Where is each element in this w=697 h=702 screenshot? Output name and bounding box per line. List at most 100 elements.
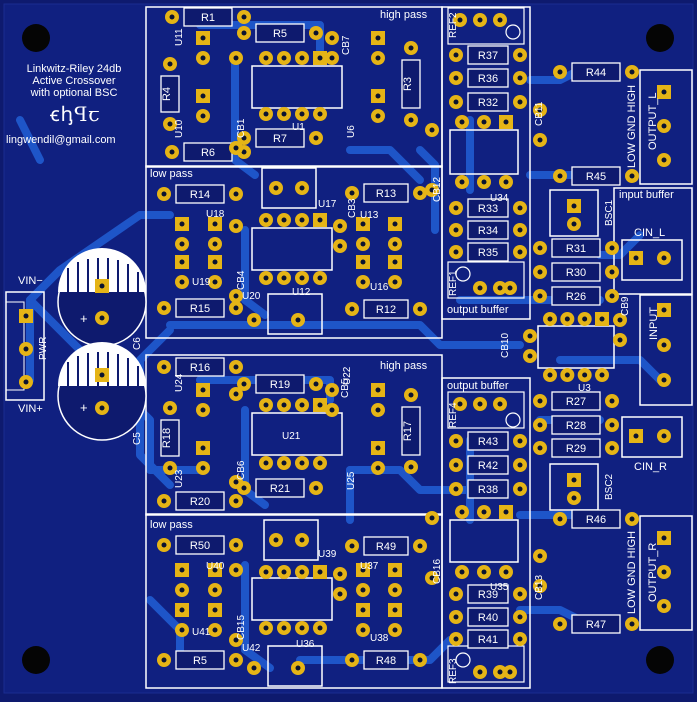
plus-sign-top: + xyxy=(80,311,88,326)
designator-u36: U36 xyxy=(296,639,315,650)
cap-c5-label: C5 xyxy=(132,432,143,445)
resistor-label: R36 xyxy=(478,73,498,85)
designator-bsc2: BSC2 xyxy=(604,473,615,500)
designator-u42: U42 xyxy=(242,643,261,654)
section-high-pass-top: high pass xyxy=(380,9,428,21)
designator-u21: U21 xyxy=(282,431,301,442)
designator-u41: U41 xyxy=(192,627,211,638)
resistor-label: R26 xyxy=(566,291,586,303)
output-r-label: OUTPUT_R xyxy=(647,542,659,602)
resistor-label: R30 xyxy=(566,267,586,279)
resistor-body xyxy=(401,406,421,456)
resistor-body xyxy=(255,23,305,43)
resistor-label: R17 xyxy=(402,421,414,441)
resistor-body xyxy=(467,479,509,499)
resistor-body xyxy=(467,242,509,262)
resistor-body xyxy=(467,92,509,112)
input-label: INPUT xyxy=(648,307,660,340)
resistor-label: R41 xyxy=(478,634,498,646)
resistor-label: R4 xyxy=(161,87,173,101)
resistor-body xyxy=(467,45,509,65)
section-input-buffer: input buffer xyxy=(619,189,674,201)
resistor-label: R48 xyxy=(376,655,396,667)
section-output-buffer-top: output buffer xyxy=(447,304,509,316)
resistor-body xyxy=(363,183,409,203)
designator-u38: U38 xyxy=(370,633,389,644)
resistor-body xyxy=(467,68,509,88)
designator-cb4: CB4 xyxy=(236,270,247,290)
resistor-body xyxy=(363,650,409,670)
designator-cb13: CB13 xyxy=(534,574,545,600)
designator-u3: U3 xyxy=(578,383,591,394)
resistor-label: R32 xyxy=(478,97,498,109)
board-title-line-2: Active Crossover xyxy=(32,75,116,87)
resistor-label: R46 xyxy=(586,514,606,526)
designator-cb9: CB9 xyxy=(620,296,631,316)
resistor-label: R15 xyxy=(190,303,210,315)
resistor-body xyxy=(467,431,509,451)
section-high-pass-bottom: high pass xyxy=(380,360,428,372)
cap-c6-label: C6 xyxy=(132,337,143,350)
vin-minus-label: VIN− xyxy=(18,275,43,287)
resistor-label: R19 xyxy=(270,379,290,391)
resistor-label: R31 xyxy=(566,243,586,255)
resistor-label: R29 xyxy=(566,443,586,455)
resistor-label: R16 xyxy=(190,362,210,374)
resistor-label: R14 xyxy=(190,189,210,201)
resistor-body xyxy=(401,59,421,109)
designator-u11: U11 xyxy=(174,28,185,46)
script-mark: ꞓꞕꟼꞇ xyxy=(50,102,101,126)
resistor-label: R5 xyxy=(273,28,287,40)
resistor-body xyxy=(551,286,601,306)
resistor-label: R35 xyxy=(478,247,498,259)
resistor-label: R45 xyxy=(586,171,606,183)
resistor-label: R6 xyxy=(201,147,215,159)
pwr-label: PWR xyxy=(38,336,49,360)
resistor-label: R39 xyxy=(478,589,498,601)
resistor-body xyxy=(571,614,621,634)
designator-u1: U1 xyxy=(292,122,305,133)
resistor-body xyxy=(467,198,509,218)
designator-cb10: CB10 xyxy=(500,332,511,358)
resistor-label: R44 xyxy=(586,67,606,79)
designator-u23: U23 xyxy=(174,469,185,488)
designator-u34: U34 xyxy=(490,193,509,204)
designator-u24: U24 xyxy=(174,373,185,392)
resistor-body xyxy=(255,374,305,394)
resistor-label: R50 xyxy=(190,540,210,552)
plus-sign-bottom: + xyxy=(80,400,88,415)
designator-bsc1: BSC1 xyxy=(604,199,615,226)
resistor-body xyxy=(571,166,621,186)
designator-cb16: CB16 xyxy=(432,558,443,584)
designator-ref3: REF3 xyxy=(448,658,459,684)
board-title-line-3: with optional BSC xyxy=(30,87,118,99)
designator-u25: U25 xyxy=(346,471,357,490)
designator-u10: U10 xyxy=(174,119,185,138)
resistor-body xyxy=(363,536,409,556)
resistor-body xyxy=(467,455,509,475)
section-low-pass-bottom: low pass xyxy=(150,519,193,531)
designator-ref1: REF1 xyxy=(448,270,459,296)
board-title: Linkwitz-Riley 24db Active Crossover wit… xyxy=(4,63,144,99)
resistor-label: R7 xyxy=(273,133,287,145)
resistor-body xyxy=(551,391,601,411)
designator-u18: U18 xyxy=(206,209,225,220)
resistor-body xyxy=(551,238,601,258)
resistor-body xyxy=(571,509,621,529)
resistor-body xyxy=(175,298,225,318)
resistor-body xyxy=(175,491,225,511)
resistor-label: R47 xyxy=(586,619,606,631)
resistor-body xyxy=(160,75,180,113)
designator-cb11: CB11 xyxy=(534,101,545,126)
resistor-body xyxy=(467,629,509,649)
resistor-label: R38 xyxy=(478,484,498,496)
designator-u13: U13 xyxy=(360,210,379,221)
resistor-body xyxy=(467,220,509,240)
designator-ref4: REF4 xyxy=(448,402,459,428)
designator-u37: U37 xyxy=(360,561,379,572)
designator-u19: U19 xyxy=(192,277,211,288)
resistor-label: R20 xyxy=(190,496,210,508)
resistor-body xyxy=(467,607,509,627)
